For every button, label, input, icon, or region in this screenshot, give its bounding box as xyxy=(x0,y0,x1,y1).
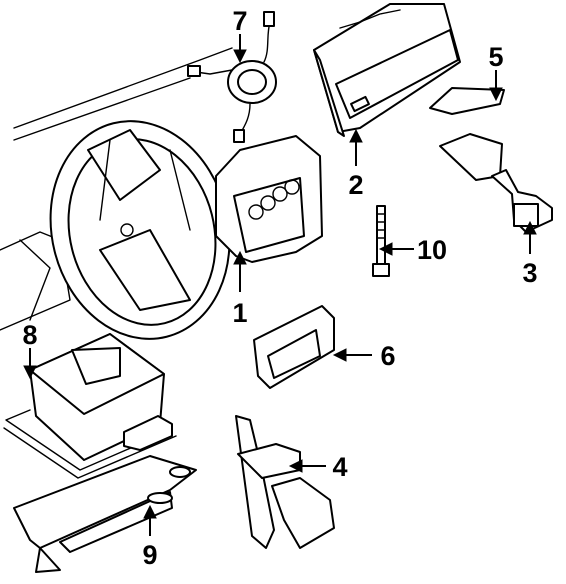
callout-2: 2 xyxy=(348,170,363,200)
callout-5: 5 xyxy=(488,42,503,72)
arrow-6 xyxy=(332,348,347,362)
passenger-airbag-module xyxy=(313,3,461,137)
clock-spring-coil xyxy=(187,11,277,143)
callout-7: 7 xyxy=(232,6,247,36)
driver-airbag-module xyxy=(215,135,323,263)
arrow-4 xyxy=(288,459,303,473)
arrow-7 xyxy=(233,49,247,64)
callout-6: 6 xyxy=(380,341,395,371)
arrow-10 xyxy=(378,242,393,256)
callout-9: 9 xyxy=(142,540,157,570)
callout-1: 1 xyxy=(232,298,247,328)
arrow-3 xyxy=(523,220,537,235)
leader-lines xyxy=(23,34,537,536)
arrow-8 xyxy=(23,365,37,380)
diagnostic-module-8 xyxy=(3,333,177,479)
bracket-4 xyxy=(235,415,335,549)
callout-8: 8 xyxy=(22,320,37,350)
arrow-2 xyxy=(349,128,363,143)
callout-3: 3 xyxy=(522,258,537,288)
bracket-9 xyxy=(13,455,197,573)
callout-10: 10 xyxy=(417,235,447,265)
arrow-9 xyxy=(143,504,157,519)
callout-labels: 1 2 3 4 5 6 7 8 9 10 xyxy=(22,6,537,570)
steering-wheel xyxy=(49,120,231,340)
callout-4: 4 xyxy=(332,452,347,482)
bracket-5 xyxy=(429,87,505,115)
bracket-6 xyxy=(253,305,335,389)
stud-bolt-10 xyxy=(372,205,390,277)
arrow-1 xyxy=(233,250,247,265)
arrow-5 xyxy=(489,87,503,102)
sensor-bracket-3 xyxy=(439,133,553,233)
